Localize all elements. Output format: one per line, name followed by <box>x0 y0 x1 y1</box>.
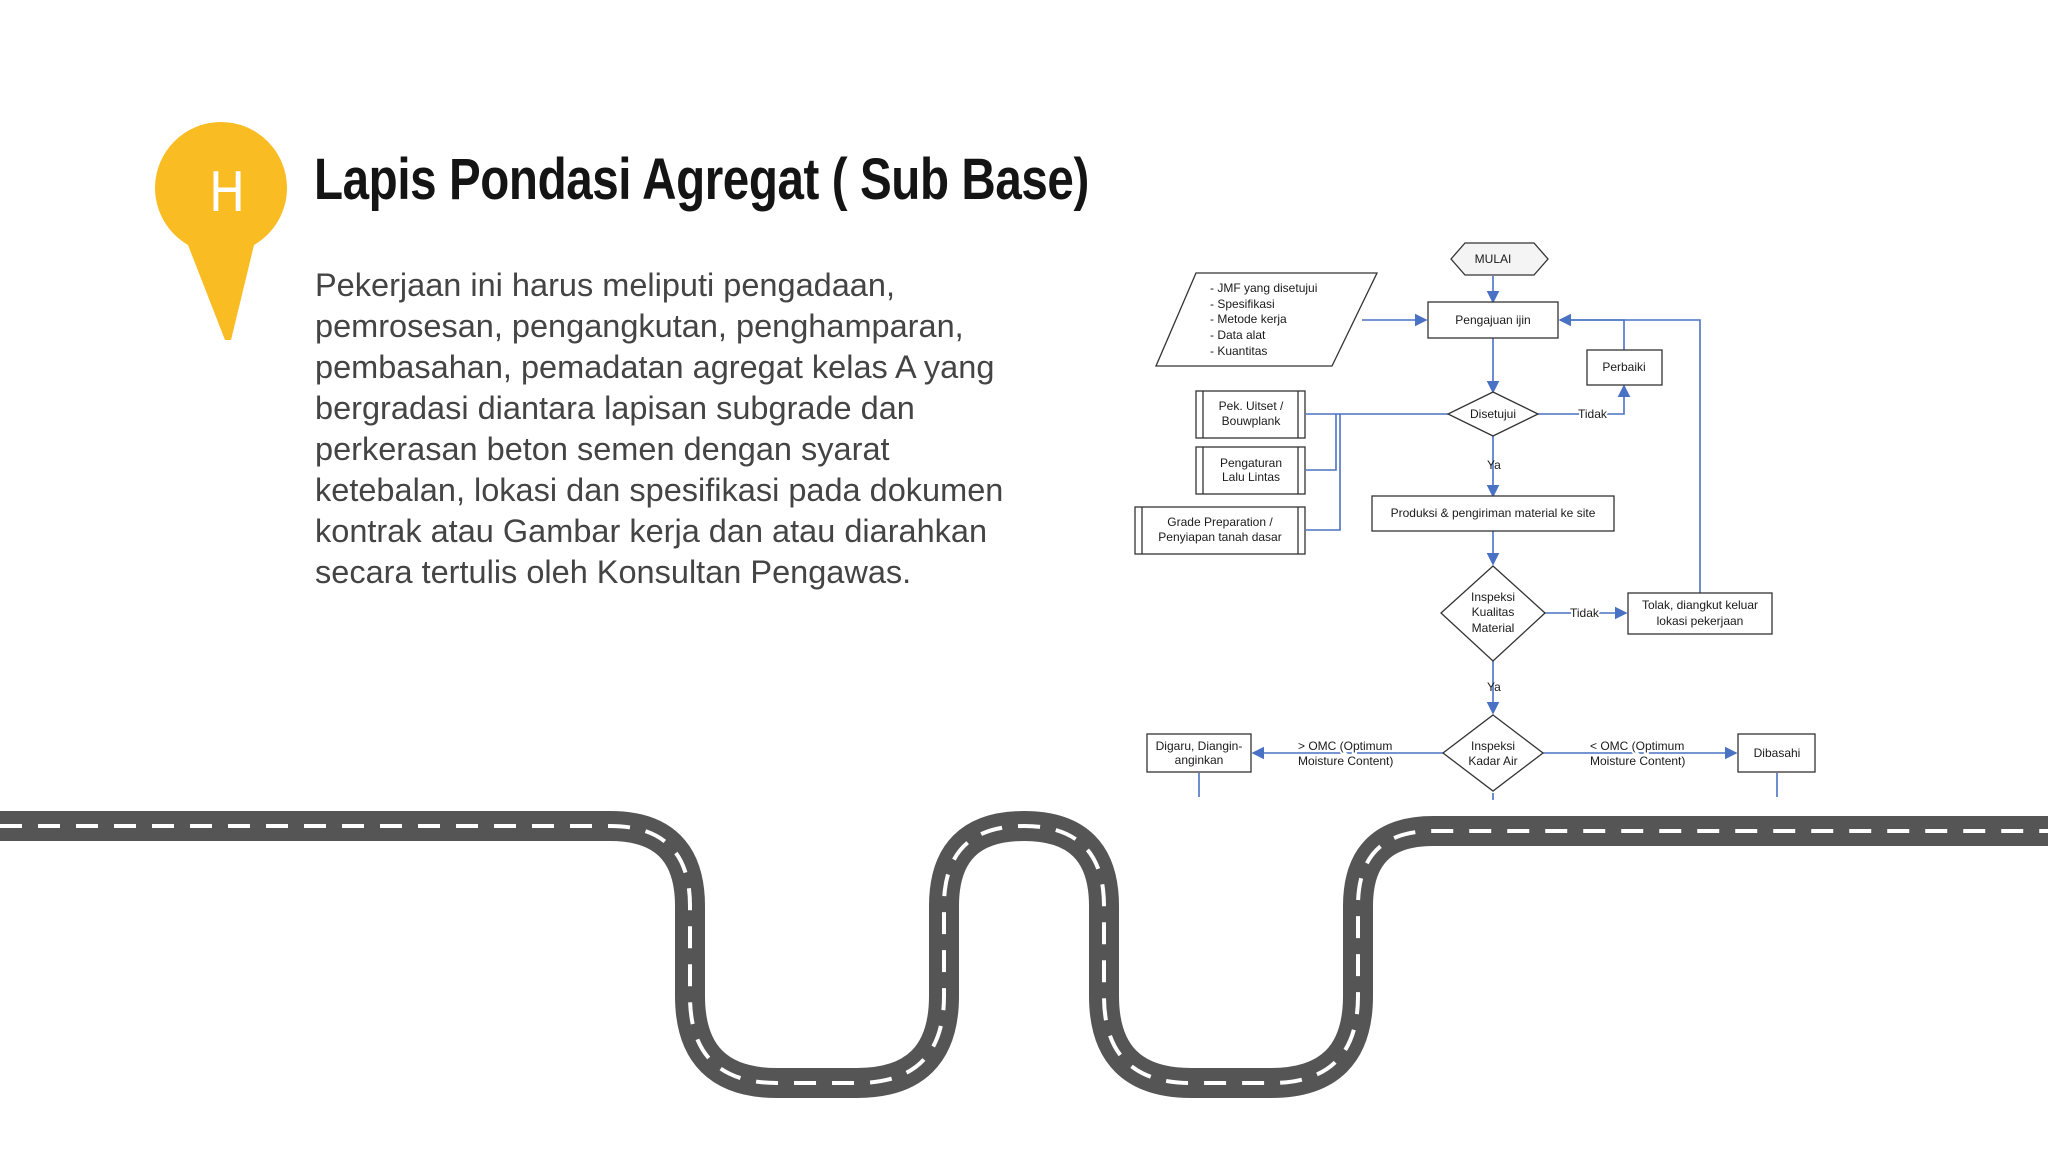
marker-pin-icon <box>155 122 287 340</box>
input-item: - Metode kerja <box>1210 312 1287 326</box>
digaru-label: Digaru, Diangin- <box>1156 739 1243 753</box>
disetujui-diamond <box>1446 391 1540 437</box>
tolak-label: Tolak, diangkut keluar <box>1642 598 1758 612</box>
lalu-lintas-box <box>1195 446 1306 495</box>
road-center-dashes <box>0 823 2048 1085</box>
digaru-label: anginkan <box>1175 753 1224 767</box>
lalu-lintas-label: Lalu Lintas <box>1222 470 1280 484</box>
perbaiki-box <box>1586 349 1663 386</box>
produksi-box <box>1371 495 1615 532</box>
input-item: - JMF yang disetujui <box>1210 281 1317 295</box>
disetujui-label: Disetujui <box>1470 407 1516 421</box>
perbaiki-label: Perbaiki <box>1602 360 1645 374</box>
tidak-label: Tidak <box>1570 606 1600 620</box>
inspeksi-kadar-diamond <box>1441 714 1545 792</box>
input-parallelogram <box>1155 272 1379 367</box>
uitset-label: Bouwplank <box>1222 414 1282 428</box>
grade-prep-label: Grade Preparation / <box>1167 515 1273 529</box>
inspeksi-kualitas-label: Kualitas <box>1472 605 1515 619</box>
marker-letter: H <box>208 161 246 224</box>
ya-label: Ya <box>1487 680 1501 694</box>
grade-prep-box <box>1134 506 1306 555</box>
pengajuan-label: Pengajuan ijin <box>1455 313 1530 327</box>
omc-less-label: Moisture Content) <box>1590 754 1685 768</box>
body-paragraph: Pekerjaan ini harus meliputi pengadaan, … <box>315 267 1004 590</box>
page-title: Lapis Pondasi Agregat ( Sub Base) <box>314 147 1089 212</box>
inspeksi-kadar-label: Kadar Air <box>1468 754 1517 768</box>
uitset-label: Pek. Uitset / <box>1219 399 1284 413</box>
produksi-label: Produksi & pengiriman material ke site <box>1391 506 1596 520</box>
tolak-box <box>1627 592 1773 635</box>
dibasahi-box <box>1737 733 1816 773</box>
ya-label: Ya <box>1487 458 1501 472</box>
dibasahi-label: Dibasahi <box>1754 746 1801 760</box>
digaru-box <box>1146 733 1252 773</box>
input-item: - Kuantitas <box>1210 344 1267 358</box>
omc-more-label: Moisture Content) <box>1298 754 1393 768</box>
omc-less-label: < OMC (Optimum <box>1590 739 1684 753</box>
inspeksi-kualitas-label: Inspeksi <box>1471 590 1515 604</box>
grade-prep-label: Penyiapan tanah dasar <box>1158 530 1281 544</box>
lalu-lintas-label: Pengaturan <box>1220 456 1282 470</box>
pengajuan-box <box>1427 301 1559 339</box>
inspeksi-kadar-label: Inspeksi <box>1471 739 1515 753</box>
inspeksi-kualitas-diamond <box>1440 565 1546 662</box>
input-item: - Spesifikasi <box>1210 297 1275 311</box>
tolak-label: lokasi pekerjaan <box>1657 614 1744 628</box>
start-hexagon <box>1450 242 1549 276</box>
omc-more-label: > OMC (Optimum <box>1298 739 1392 753</box>
input-item: - Data alat <box>1210 328 1266 342</box>
uitset-box <box>1195 390 1306 439</box>
tidak-label: Tidak <box>1578 407 1608 421</box>
start-label: MULAI <box>1475 252 1512 266</box>
inspeksi-kualitas-label: Material <box>1472 621 1515 635</box>
